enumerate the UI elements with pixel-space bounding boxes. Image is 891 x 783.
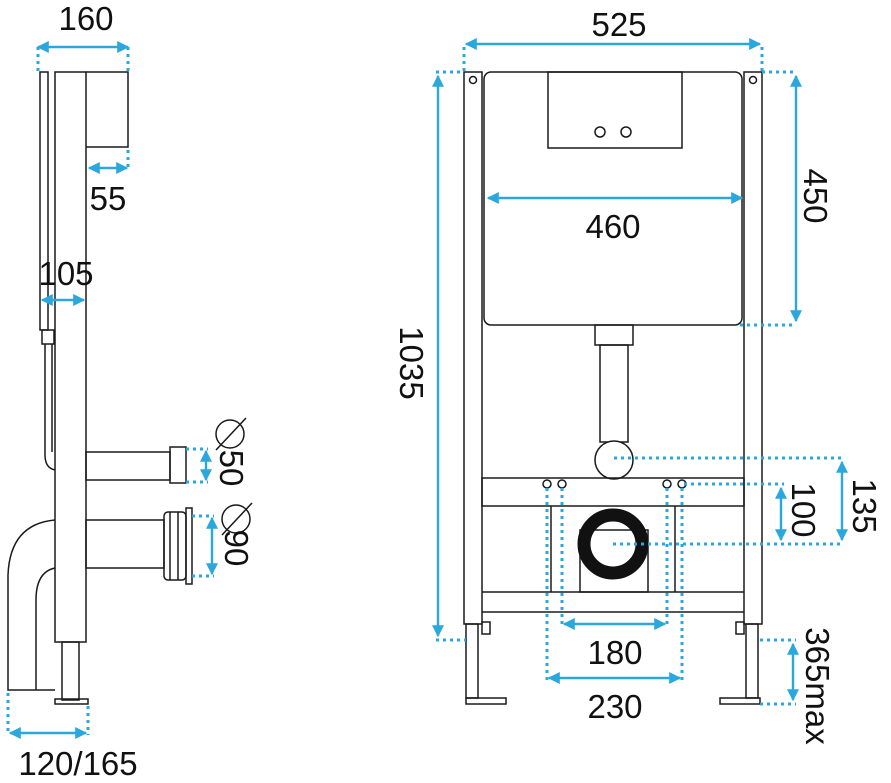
label-525: 525 — [591, 6, 646, 43]
front-view — [432, 38, 848, 706]
side-view — [6, 41, 253, 739]
label-120-165: 120/165 — [18, 745, 137, 782]
label-100: 100 — [785, 482, 822, 537]
flush-button-large — [620, 126, 632, 138]
side-pipe-90 — [85, 519, 165, 569]
label-1035: 1035 — [393, 326, 430, 399]
front-right-upright — [743, 71, 763, 625]
diameter-symbol-icon — [215, 417, 247, 451]
side-bracket — [41, 329, 55, 345]
side-cistern-block — [86, 71, 129, 148]
side-foot — [54, 698, 89, 705]
front-left-upright — [463, 71, 483, 625]
bolt-hole — [557, 479, 567, 489]
side-pipe-90-socket — [163, 511, 187, 581]
front-flush-outlet — [594, 440, 634, 480]
side-leg — [61, 641, 80, 701]
front-right-foot — [719, 697, 761, 705]
label-50: 50 — [213, 450, 250, 487]
label-55: 55 — [90, 180, 127, 217]
label-230: 230 — [587, 688, 642, 725]
side-main-profile — [54, 71, 87, 643]
label-460: 460 — [585, 208, 640, 245]
side-flush-pipe — [44, 344, 56, 471]
label-365max: 365max — [799, 627, 836, 745]
diameter-symbol-icon — [221, 502, 253, 536]
flush-button-small — [594, 126, 606, 138]
label-160: 160 — [58, 0, 113, 37]
bolt-hole — [662, 479, 672, 489]
label-135: 135 — [846, 478, 883, 533]
side-pipe-50-cap — [169, 446, 187, 484]
side-elbow-drain — [7, 519, 56, 691]
front-flush-pipe — [599, 344, 629, 443]
side-pipe-50 — [85, 451, 171, 481]
front-mount-bracket — [481, 477, 745, 507]
label-180: 180 — [587, 634, 642, 671]
label-90: 90 — [218, 530, 255, 567]
bolt-hole — [542, 479, 552, 489]
front-left-leg — [465, 623, 479, 699]
label-105: 105 — [38, 255, 93, 292]
label-450: 450 — [797, 168, 834, 223]
front-right-leg — [745, 623, 759, 699]
front-left-foot — [465, 697, 507, 705]
front-flush-plate — [547, 71, 683, 149]
